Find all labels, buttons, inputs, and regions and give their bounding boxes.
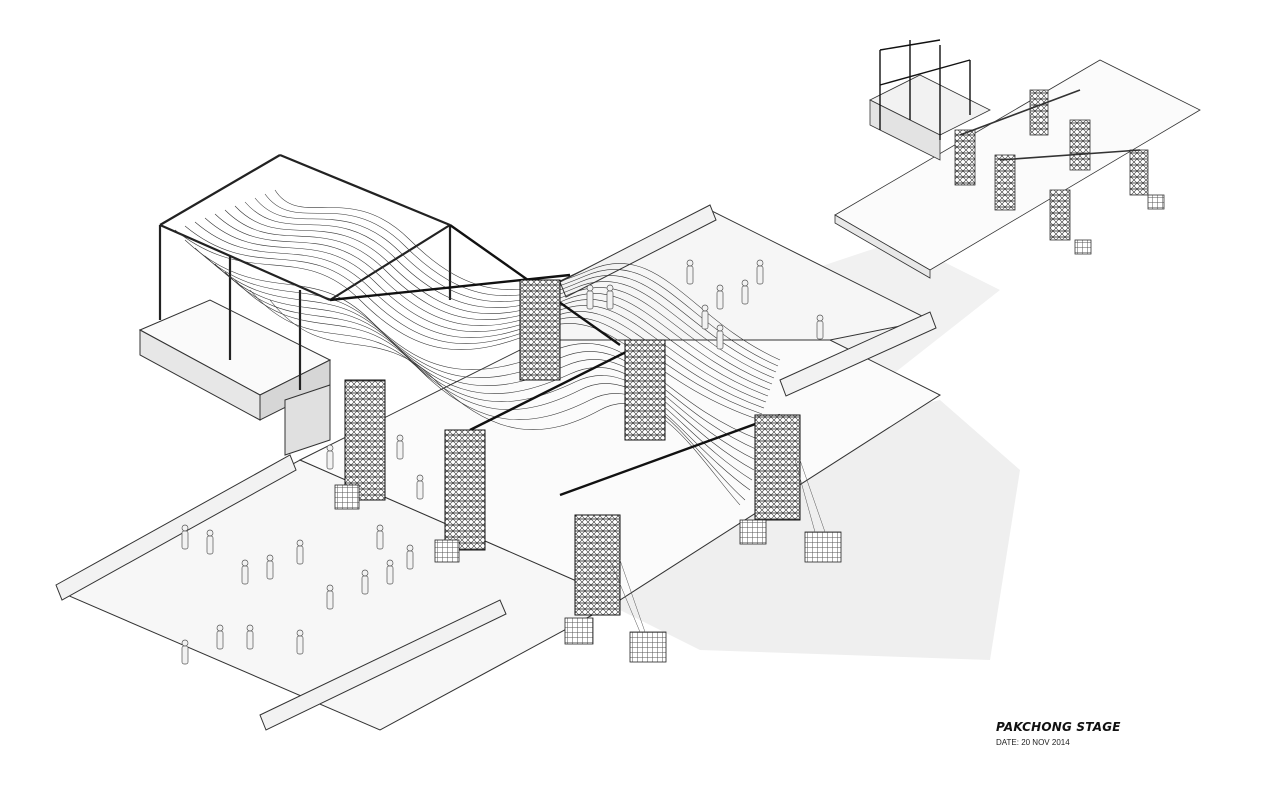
drawing-date: DATE: 20 NOV 2014 [996, 738, 1070, 747]
scaffold-towers [344, 279, 801, 616]
tension-cables [609, 459, 826, 633]
venue-floor [58, 209, 942, 731]
title-block: PAKCHONG STAGE DATE: 20 NOV 2014 [996, 720, 1121, 747]
stage-roof-truss [158, 153, 452, 390]
inset-overview-drawing [834, 39, 1201, 279]
crowd-figures [181, 259, 824, 665]
barrier-walls [55, 204, 937, 731]
ballast-crates [334, 484, 842, 663]
stage-block [138, 299, 332, 456]
drawing-title: PAKCHONG STAGE [996, 720, 1121, 734]
